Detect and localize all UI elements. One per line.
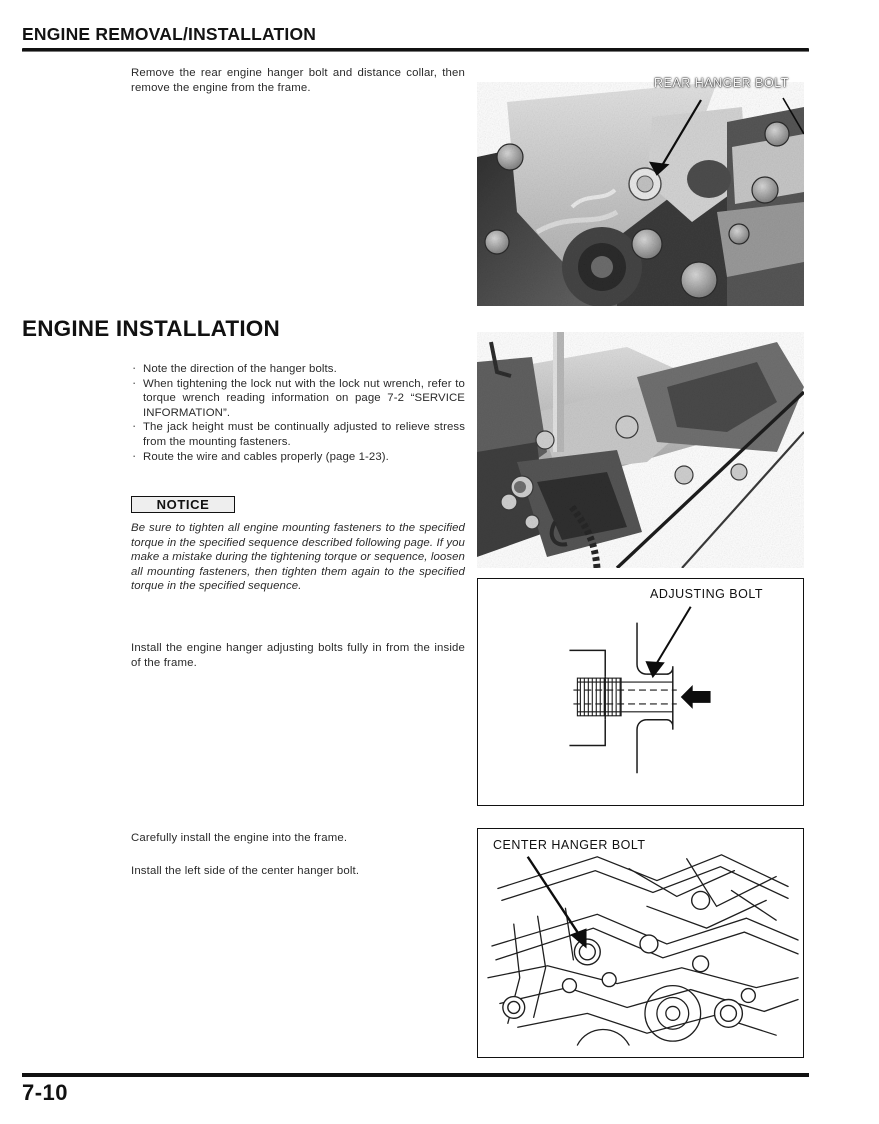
callout-center-hanger-bolt: CENTER HANGER BOLT (493, 838, 646, 852)
step-install-adjusting-bolts: Install the engine hanger adjusting bolt… (131, 641, 465, 670)
header-divider-rule (22, 48, 809, 52)
page-number: 7-10 (22, 1080, 69, 1105)
frame-swingarm-photo-graphic (477, 332, 804, 568)
leader-arrow (649, 97, 804, 176)
installation-notes-list: Note the direction of the hanger bolts. … (131, 361, 465, 465)
list-item: Route the wire and cables properly (page… (131, 449, 465, 465)
list-item: When tightening the lock nut with the lo… (131, 376, 465, 421)
footer-divider-rule (22, 1073, 809, 1077)
callout-adjusting-bolt: ADJUSTING BOLT (650, 587, 764, 601)
page-header-title: ENGINE REMOVAL/INSTALLATION (22, 24, 317, 44)
center-hanger-bolt-diagram-graphic (478, 829, 803, 1057)
callout-rear-hanger-bolt: REAR HANGER BOLT (654, 76, 789, 90)
rear-hanger-bolt-photo-graphic (477, 62, 804, 306)
figure-photo-frame-swingarm (477, 332, 804, 568)
notice-badge: NOTICE (131, 496, 235, 513)
step-install-center-hanger-bolt: Install the left side of the center hang… (131, 864, 465, 879)
list-item: Note the direction of the hanger bolts. (131, 361, 465, 377)
intro-text-block: Remove the rear engine hanger bolt and d… (131, 66, 465, 95)
step-paragraph: Install the engine hanger adjusting bolt… (131, 642, 465, 669)
list-item: The jack height must be continually adju… (131, 419, 465, 449)
figure-photo-rear-hanger-bolt: REAR HANGER BOLT (477, 62, 804, 306)
figure-diagram-adjusting-bolt: ADJUSTING BOLT (477, 578, 804, 806)
leader-arrow (526, 856, 587, 949)
step-paragraph: Carefully install the engine into the fr… (131, 832, 348, 844)
intro-paragraph: Remove the rear engine hanger bolt and d… (131, 67, 465, 94)
step-install-engine: Carefully install the engine into the fr… (131, 831, 465, 846)
step-paragraph: Install the left side of the center hang… (131, 865, 360, 877)
notice-body-text: Be sure to tighten all engine mounting f… (131, 522, 465, 593)
direction-arrow (680, 685, 711, 709)
section-title-engine-installation: ENGINE INSTALLATION (22, 316, 280, 341)
figure-diagram-center-hanger-bolt: CENTER HANGER BOLT (477, 828, 804, 1058)
notice-badge-label: NOTICE (156, 496, 210, 512)
adjusting-bolt-diagram-graphic (478, 579, 803, 805)
leader-arrow (645, 606, 692, 679)
